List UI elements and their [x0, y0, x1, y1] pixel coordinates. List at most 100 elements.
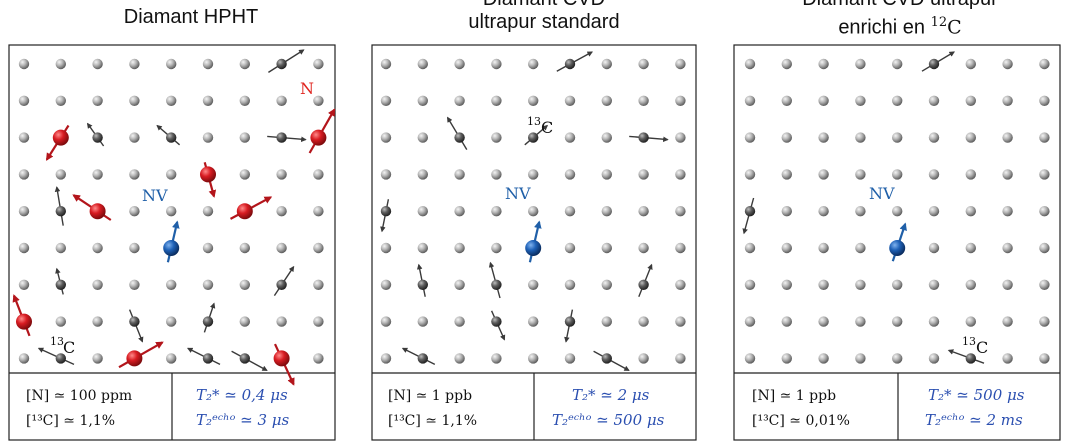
carbon-atom: [92, 95, 103, 107]
carbon-atom: [454, 95, 465, 107]
carbon-atom: [55, 169, 66, 180]
carbon-atom: [92, 316, 103, 327]
carbon-13-atom: [186, 347, 221, 366]
panel-1-n-concentration: [N] ≃ 100 ppm: [26, 388, 132, 404]
carbon-atom: [564, 206, 576, 217]
carbon-atom: [855, 279, 866, 290]
carbon-atom: [313, 206, 324, 217]
panel-2-title-line1: Diamant CVD: [384, 0, 704, 11]
carbon-atom: [313, 316, 324, 327]
carbon-13-atom: [380, 199, 392, 233]
panel-2-c13-letter: C: [541, 118, 553, 137]
carbon-13-atom: [524, 124, 549, 146]
carbon-atom: [781, 316, 792, 327]
carbon-atom: [675, 353, 686, 364]
panel-3-c13-sup: 13: [962, 335, 976, 348]
carbon-atom: [601, 242, 612, 254]
carbon-atom: [239, 242, 250, 254]
carbon-atom: [417, 95, 428, 107]
carbon-atom: [454, 242, 465, 254]
carbon-13-atom: [231, 350, 268, 372]
carbon-atom: [129, 58, 140, 70]
carbon-atom: [129, 132, 140, 143]
carbon-atom: [313, 353, 324, 364]
carbon-atom: [781, 279, 792, 290]
carbon-atom: [202, 95, 214, 107]
nv-center-atom: [889, 222, 907, 262]
carbon-atom: [928, 242, 940, 254]
carbon-atom: [55, 242, 66, 254]
carbon-atom: [675, 242, 686, 254]
carbon-atom: [417, 242, 428, 254]
panel-3-title-sup: 12: [930, 15, 948, 30]
carbon-atom: [892, 169, 903, 180]
carbon-atom: [965, 206, 976, 217]
carbon-atom: [92, 169, 103, 180]
carbon-13-atom: [273, 265, 295, 296]
carbon-atom: [1002, 95, 1013, 107]
panel-2-c13-concentration: [¹³C] ≃ 1,1%: [388, 413, 477, 429]
carbon-atom: [239, 169, 250, 180]
carbon-atom: [818, 132, 829, 143]
carbon-13-atom: [268, 49, 305, 73]
carbon-atom: [564, 132, 576, 143]
carbon-13-atom: [921, 51, 955, 72]
carbon-13-atom: [488, 261, 502, 299]
carbon-atom: [202, 206, 214, 217]
carbon-atom: [744, 242, 756, 254]
carbon-13-atom: [128, 309, 144, 343]
carbon-atom: [818, 242, 829, 254]
carbon-atom: [1002, 132, 1013, 143]
panel-2-t2star: T₂* ≃ 2 μs: [572, 386, 650, 404]
carbon-atom: [965, 58, 976, 70]
carbon-atom: [781, 132, 792, 143]
carbon-13-atom: [947, 349, 985, 364]
carbon-atom: [638, 95, 649, 107]
panel-3-title: Diamant CVD ultrapur enrichi en 12C: [740, 0, 1060, 40]
carbon-atom: [528, 95, 539, 107]
carbon-atom: [313, 169, 324, 180]
carbon-atom: [1039, 316, 1050, 327]
carbon-13-atom: [416, 263, 428, 297]
nv-center-atom: [525, 220, 542, 263]
carbon-atom: [892, 353, 903, 364]
carbon-atom: [276, 95, 287, 107]
carbon-atom: [675, 206, 686, 217]
carbon-atom: [564, 169, 576, 180]
carbon-atom: [855, 169, 866, 180]
carbon-atom: [202, 58, 214, 70]
carbon-13-atom: [54, 186, 66, 226]
carbon-atom: [202, 242, 214, 254]
carbon-13-atom: [37, 347, 75, 366]
carbon-atom: [601, 206, 612, 217]
carbon-atom: [744, 58, 756, 70]
carbon-13-atom: [267, 132, 307, 143]
carbon-atom: [417, 316, 428, 327]
carbon-atom: [638, 353, 649, 364]
panel-2-nv-label: NV: [505, 184, 531, 203]
carbon-atom: [855, 206, 866, 217]
carbon-13-atom: [629, 132, 669, 143]
panel-3-c13-concentration: [¹³C] ≃ 0,01%: [752, 413, 850, 429]
panel-2-t2echo: T₂ᵉᶜʰᵒ ≃ 500 μs: [552, 411, 665, 429]
carbon-atom: [417, 169, 428, 180]
carbon-atom: [965, 169, 976, 180]
carbon-atom: [239, 95, 250, 107]
carbon-atom: [313, 242, 324, 254]
carbon-atom: [928, 316, 940, 327]
panel-3-title-line1: Diamant CVD ultrapur: [740, 0, 1060, 11]
carbon-atom: [928, 206, 940, 217]
carbon-atom: [491, 206, 502, 217]
atoms-layer: [12, 49, 1050, 386]
carbon-atom: [818, 316, 829, 327]
carbon-atom: [564, 95, 576, 107]
carbon-atom: [1039, 279, 1050, 290]
carbon-atom: [965, 316, 976, 327]
carbon-atom: [202, 132, 214, 143]
carbon-atom: [1039, 58, 1050, 70]
carbon-atom: [818, 95, 829, 107]
carbon-atom: [166, 279, 177, 290]
carbon-atom: [313, 58, 324, 70]
carbon-atom: [855, 95, 866, 107]
